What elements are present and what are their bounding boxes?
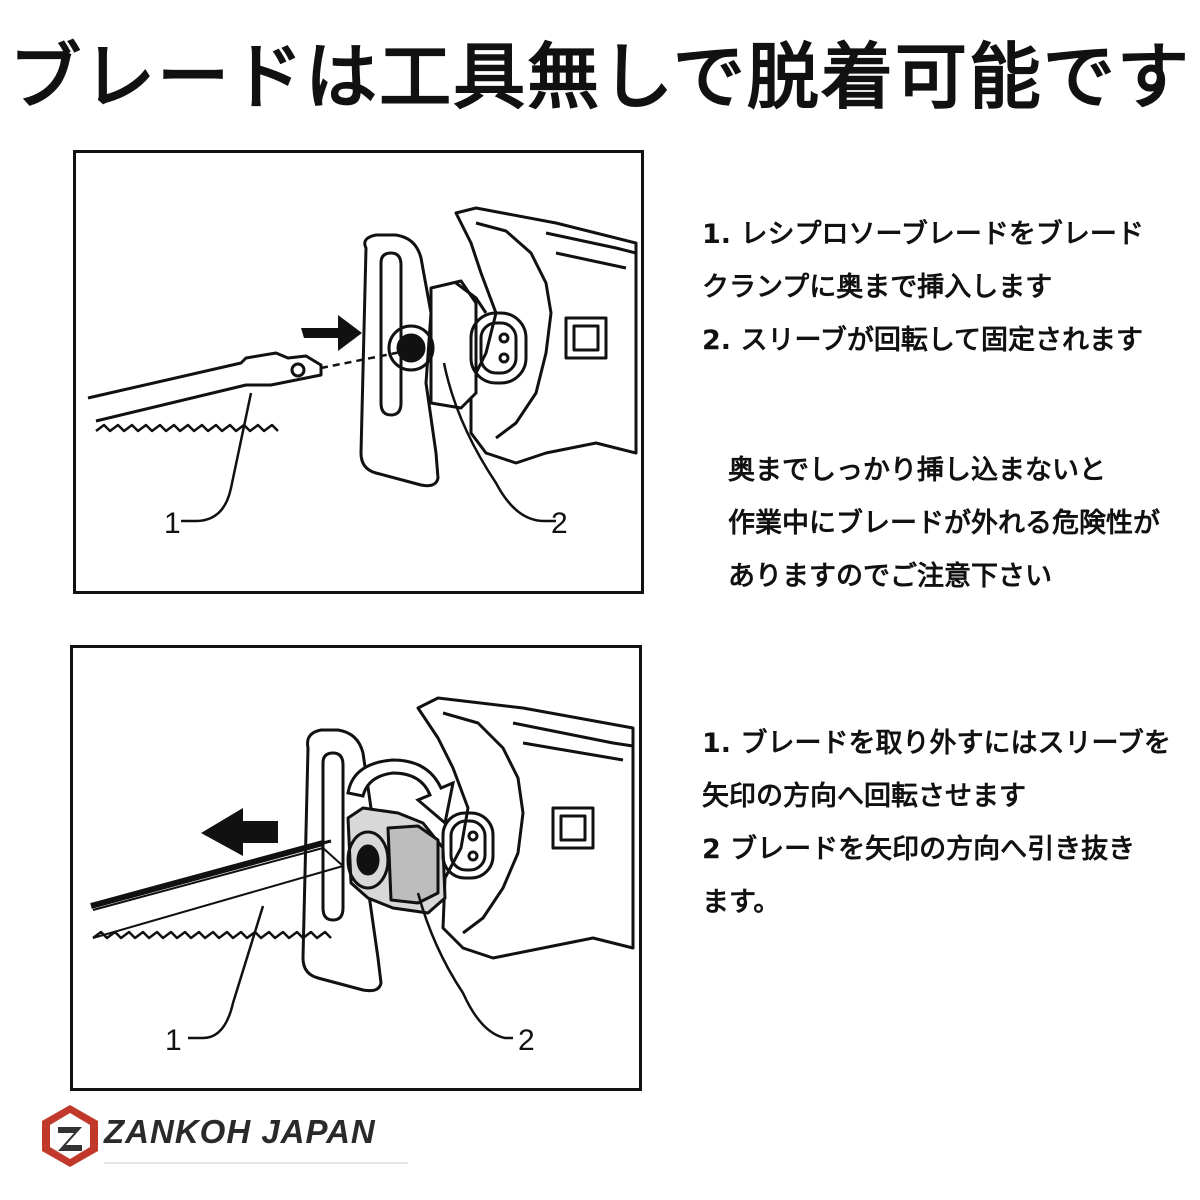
callout-label: 1 [165, 1024, 182, 1057]
callout-label: 2 [518, 1024, 535, 1057]
brand-name: ZANKOH JAPAN [104, 1113, 376, 1150]
step-line: ます。 [702, 887, 781, 918]
step-line: クランプに奥まで挿入します [702, 272, 1053, 303]
warning-line: ありますのでご注意下さい [728, 561, 1052, 592]
remove-arrow-icon [201, 808, 278, 856]
step-line: 1. ブレードを取り外すにはスリーブを [702, 728, 1171, 759]
warning-line: 作業中にブレードが外れる危険性が [728, 508, 1160, 539]
remove-steps: 1. ブレードを取り外すにはスリーブを 矢印の方向へ回転させます 2 ブレードを… [702, 717, 1171, 929]
step-line: 2 ブレードを矢印の方向へ引き抜き [702, 834, 1136, 865]
remove-illustration-panel: 1 2 [70, 645, 642, 1091]
insert-illustration-panel: 1 2 [73, 150, 644, 594]
page-title: ブレードは工具無しで脱着可能です [9, 35, 1191, 119]
callout-label: 2 [551, 507, 568, 540]
insert-illustration: 1 2 [87, 206, 638, 540]
insert-arrow-icon [301, 315, 362, 351]
remove-illustration: 1 2 [90, 696, 635, 1057]
warning-line: 奥までしっかり挿し込まないと [728, 455, 1106, 486]
step-line: 2. スリーブが回転して固定されます [702, 325, 1144, 356]
rotate-arrow-icon [346, 758, 456, 826]
step-line: 矢印の方向へ回転させます [702, 781, 1026, 812]
insert-steps: 1. レシプロソーブレードをブレード クランプに奥まで挿入します 2. スリーブ… [702, 208, 1144, 367]
warning-note: 奥までしっかり挿し込まないと 作業中にブレードが外れる危険性が ありますのでご注… [728, 444, 1160, 603]
step-line: 1. レシプロソーブレードをブレード [702, 219, 1144, 250]
callout-label: 1 [164, 507, 181, 540]
brand-logo [42, 1105, 408, 1167]
